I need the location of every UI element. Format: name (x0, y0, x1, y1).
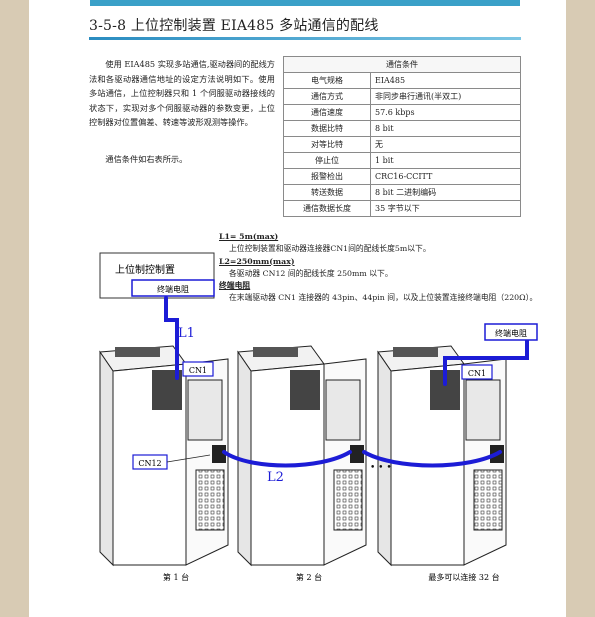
table-value: 35 字节以下 (370, 200, 521, 217)
servo-drive-2 (237, 345, 367, 567)
note-l2-head: L2=250mm(max) (219, 256, 295, 266)
controller-terminator-label: 终端电阻 (157, 284, 189, 294)
cn1-label-b: CN1 (468, 369, 486, 378)
section-title: 3-5-8 上位控制装置 EIA485 多站通信的配线 (89, 18, 379, 34)
cn12-callout: CN12 (132, 454, 211, 470)
cn1-callout-a: CN1 (182, 361, 214, 377)
terminator-wire (443, 338, 529, 386)
communication-wires (164, 296, 529, 468)
caption-drive-max: 最多可以连接 32 台 (428, 572, 499, 582)
caption-drive-1: 第 1 台 (163, 572, 189, 582)
cn12-label: CN12 (138, 459, 161, 468)
note-l1-head: L1= 5m(max) (219, 232, 279, 241)
note-l2-body: 各驱动器 CN12 间的配线长度 250mm 以下。 (229, 268, 393, 278)
caption-drive-2: 第 2 台 (296, 572, 322, 582)
l1-wire (164, 296, 179, 380)
note-l1-body: 上位控制装置和驱动器连接器CN1间的配线长度5m以下。 (229, 244, 431, 254)
end-terminator-label: 终端电阻 (495, 328, 527, 338)
wiring-notes: L1= 5m(max) 上位控制装置和驱动器连接器CN1间的配线长度5m以下。 … (219, 231, 549, 305)
title-underline (89, 37, 521, 40)
l2-wire-2 (362, 450, 502, 468)
upper-controller-box: 上位制控制置 终端电阻 (99, 252, 215, 299)
table-reference-text: 通信条件如右表所示。 (105, 154, 188, 164)
top-accent-bar (90, 0, 520, 6)
intro-paragraph: 使用 EIA485 实现多站通信,驱动器间的配线方法和各驱动器通信地址的设定方法… (89, 59, 275, 127)
l1-label: L1 (178, 326, 195, 341)
note-terminator-body: 在末端驱动器 CN1 连接器的 43pin、44pin 间，以及上位装置连接终端… (229, 293, 538, 303)
l2-wire-1 (222, 450, 352, 468)
servo-drive-3 (377, 345, 507, 567)
cn1-label-a: CN1 (189, 366, 207, 375)
note-terminator-head: 终端电阻 (219, 281, 251, 291)
end-terminator-callout: 终端电阻 (484, 323, 538, 341)
l2-label: L2 (267, 470, 284, 485)
cn1-callout-b: CN1 (461, 364, 493, 380)
continuation-dots: • • • (370, 463, 392, 473)
controller-label: 上位制控制置 (115, 263, 175, 276)
